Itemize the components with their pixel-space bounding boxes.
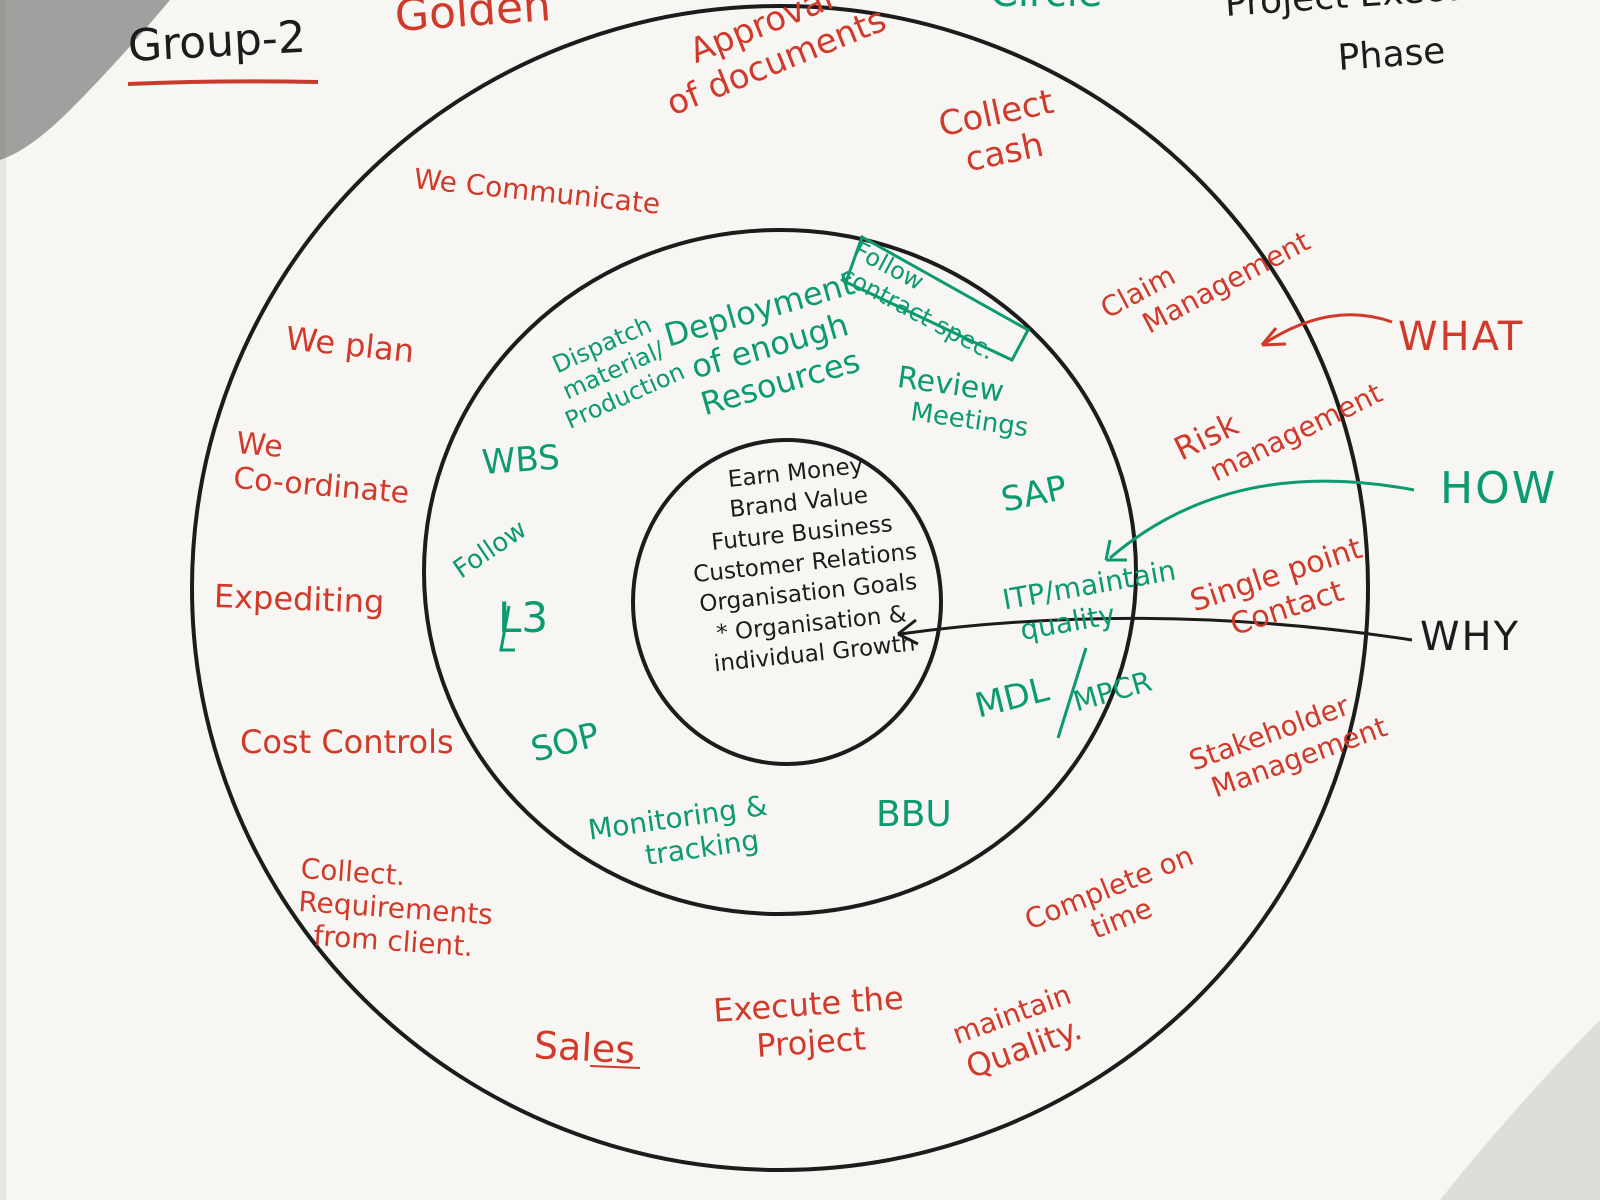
group-title: Group-2 xyxy=(126,11,307,72)
how-arrowhead xyxy=(1104,539,1127,562)
l3-label: L3 xyxy=(498,593,549,642)
cost-controls: Cost Controls xyxy=(240,723,454,761)
contract-spec-box xyxy=(844,234,1031,362)
wbs: WBS xyxy=(480,437,562,483)
paper-shadow xyxy=(0,0,170,160)
expediting: Expediting xyxy=(213,577,385,621)
how-arrow xyxy=(1109,479,1415,560)
middle-circle xyxy=(422,228,1138,916)
why-label: WHY xyxy=(1420,614,1521,660)
group-underline xyxy=(127,79,319,86)
inner-circle xyxy=(631,438,943,766)
execute-project: Execute the Project xyxy=(712,979,907,1068)
what-arrow xyxy=(1261,313,1393,347)
outer-circle xyxy=(190,4,1370,1172)
sales: Sales xyxy=(532,1023,637,1073)
why-arrow xyxy=(899,616,1413,642)
how-label: HOW xyxy=(1440,463,1558,514)
what-label: WHAT xyxy=(1398,314,1525,360)
phase-title-line2: Phase xyxy=(1336,30,1447,79)
what-arrowhead xyxy=(1260,327,1287,347)
why-arrowhead xyxy=(897,618,919,646)
bbu: BBU xyxy=(876,794,952,835)
sales-underline xyxy=(589,1065,641,1069)
core-why-list: Earn Money Brand Value Future Business C… xyxy=(665,444,946,683)
paper-fold-shadow xyxy=(1440,1020,1600,1200)
mdl-mpcr-divider xyxy=(1056,647,1088,739)
circle-title: Circle xyxy=(990,0,1102,14)
l3-mark xyxy=(499,605,515,652)
paper-sheet xyxy=(6,0,1600,1200)
collect-requirements: Collect. Requirements from client. xyxy=(295,852,496,964)
